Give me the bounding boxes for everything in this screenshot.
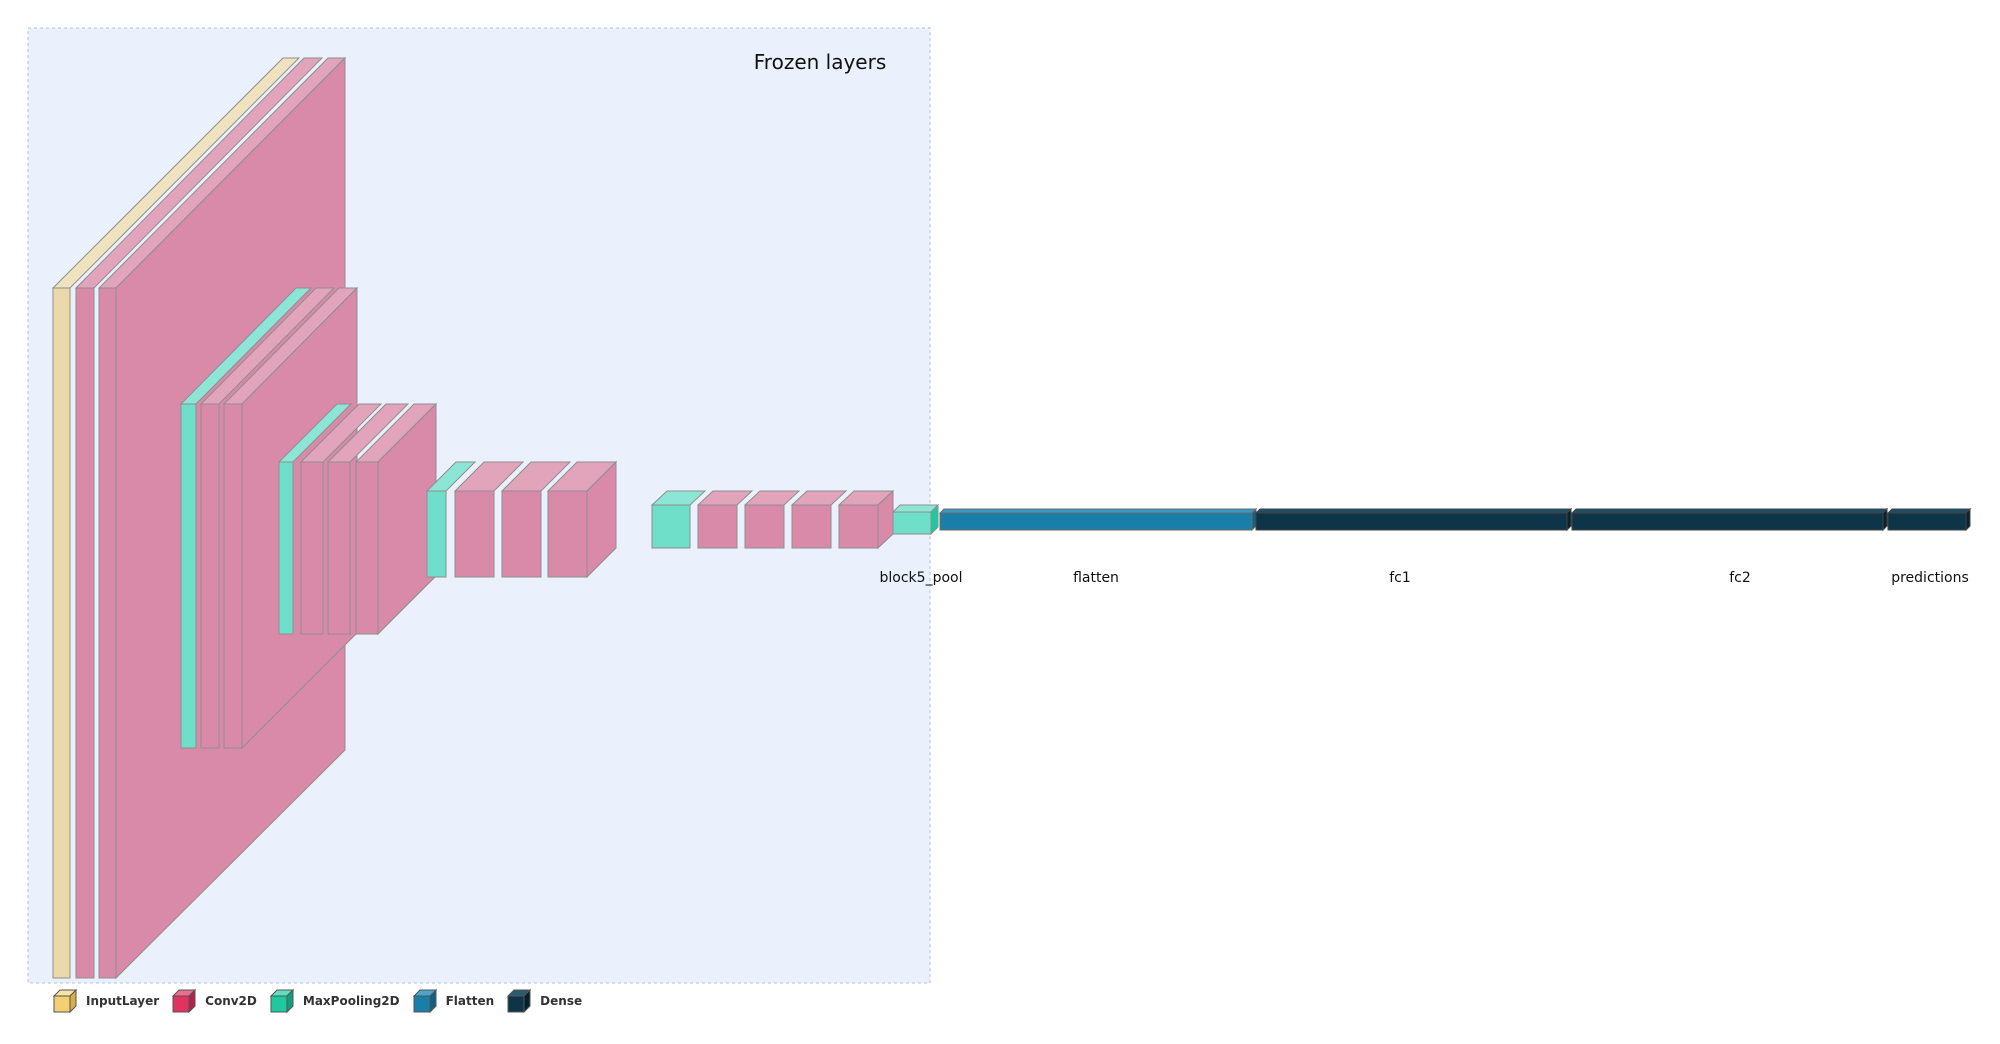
block5-pool-top — [891, 504, 940, 513]
legend: InputLayer Conv2D MaxPooling2D Flatten — [52, 988, 582, 1014]
block3-conv1-block — [300, 461, 324, 635]
fc1-group — [1254, 507, 1573, 532]
block3-conv2-block — [327, 461, 351, 635]
predictions-side — [1965, 507, 1971, 532]
flatten-side — [1251, 507, 1257, 532]
block4-conv1-block — [454, 490, 495, 578]
dense-swatch-icon — [506, 988, 532, 1014]
predictions-group — [1886, 507, 1972, 532]
block5-pool-side — [930, 503, 939, 536]
label-block5-pool: block5_pool — [879, 570, 963, 586]
inputlayer-swatch-icon — [52, 988, 78, 1014]
block4-conv2-block — [501, 490, 542, 578]
predictions-block — [1887, 512, 1967, 531]
legend-item-inputlayer: InputLayer — [52, 988, 159, 1014]
block3-pool-block — [426, 490, 447, 578]
flatten-top — [938, 508, 1258, 514]
block2-conv2-block — [223, 403, 243, 749]
block5-pool-block — [892, 511, 932, 535]
fc2-group — [1570, 507, 1889, 532]
block2-pool-block — [278, 461, 294, 635]
legend-item-dense: Dense — [506, 988, 582, 1014]
block4-group — [425, 460, 618, 579]
legend-label: Flatten — [445, 994, 495, 1008]
legend-item-flatten: Flatten — [412, 988, 495, 1014]
block5-group — [650, 489, 940, 550]
block5-conv3-block — [791, 504, 832, 549]
block1-pool-block — [180, 403, 197, 749]
label-flatten: flatten — [1073, 570, 1119, 586]
flatten-group — [938, 507, 1258, 532]
block5-conv2-block — [744, 504, 785, 549]
block5-conv4-block — [838, 504, 879, 549]
block5-conv1-block — [697, 504, 738, 549]
block4-conv3-side — [586, 460, 617, 579]
flatten-swatch-icon — [412, 988, 437, 1014]
flatten-block — [939, 512, 1253, 531]
fc1-block — [1255, 512, 1568, 531]
fc2-block — [1571, 512, 1884, 531]
predictions-top — [1886, 508, 1972, 514]
label-fc2: fc2 — [1729, 570, 1751, 586]
legend-label: Conv2D — [205, 994, 257, 1008]
block2-conv1-block — [200, 403, 220, 749]
fc1-top — [1254, 508, 1573, 514]
fc1-side — [1566, 507, 1572, 532]
block1-conv1-block — [75, 287, 95, 979]
label-predictions: predictions — [1891, 570, 1969, 586]
legend-label: Dense — [540, 994, 583, 1008]
label-fc1: fc1 — [1389, 570, 1411, 586]
block1-conv2-block — [98, 287, 117, 979]
conv2d-swatch-icon — [171, 988, 197, 1014]
block4-conv3-block — [547, 490, 588, 578]
legend-item-maxpooling2d: MaxPooling2D — [269, 988, 400, 1014]
fc2-side — [1882, 507, 1888, 532]
legend-label: InputLayer — [86, 994, 160, 1008]
block3-conv3-block — [355, 461, 379, 635]
block3-group — [277, 402, 438, 636]
block4-pool-block — [651, 504, 691, 549]
legend-item-conv2d: Conv2D — [171, 988, 257, 1014]
legend-label: MaxPooling2D — [302, 994, 400, 1008]
fc2-top — [1570, 508, 1889, 514]
input-layer-block — [52, 287, 71, 979]
frozen-layers-title: Frozen layers — [753, 50, 887, 74]
maxpooling2d-swatch-icon — [269, 988, 295, 1014]
